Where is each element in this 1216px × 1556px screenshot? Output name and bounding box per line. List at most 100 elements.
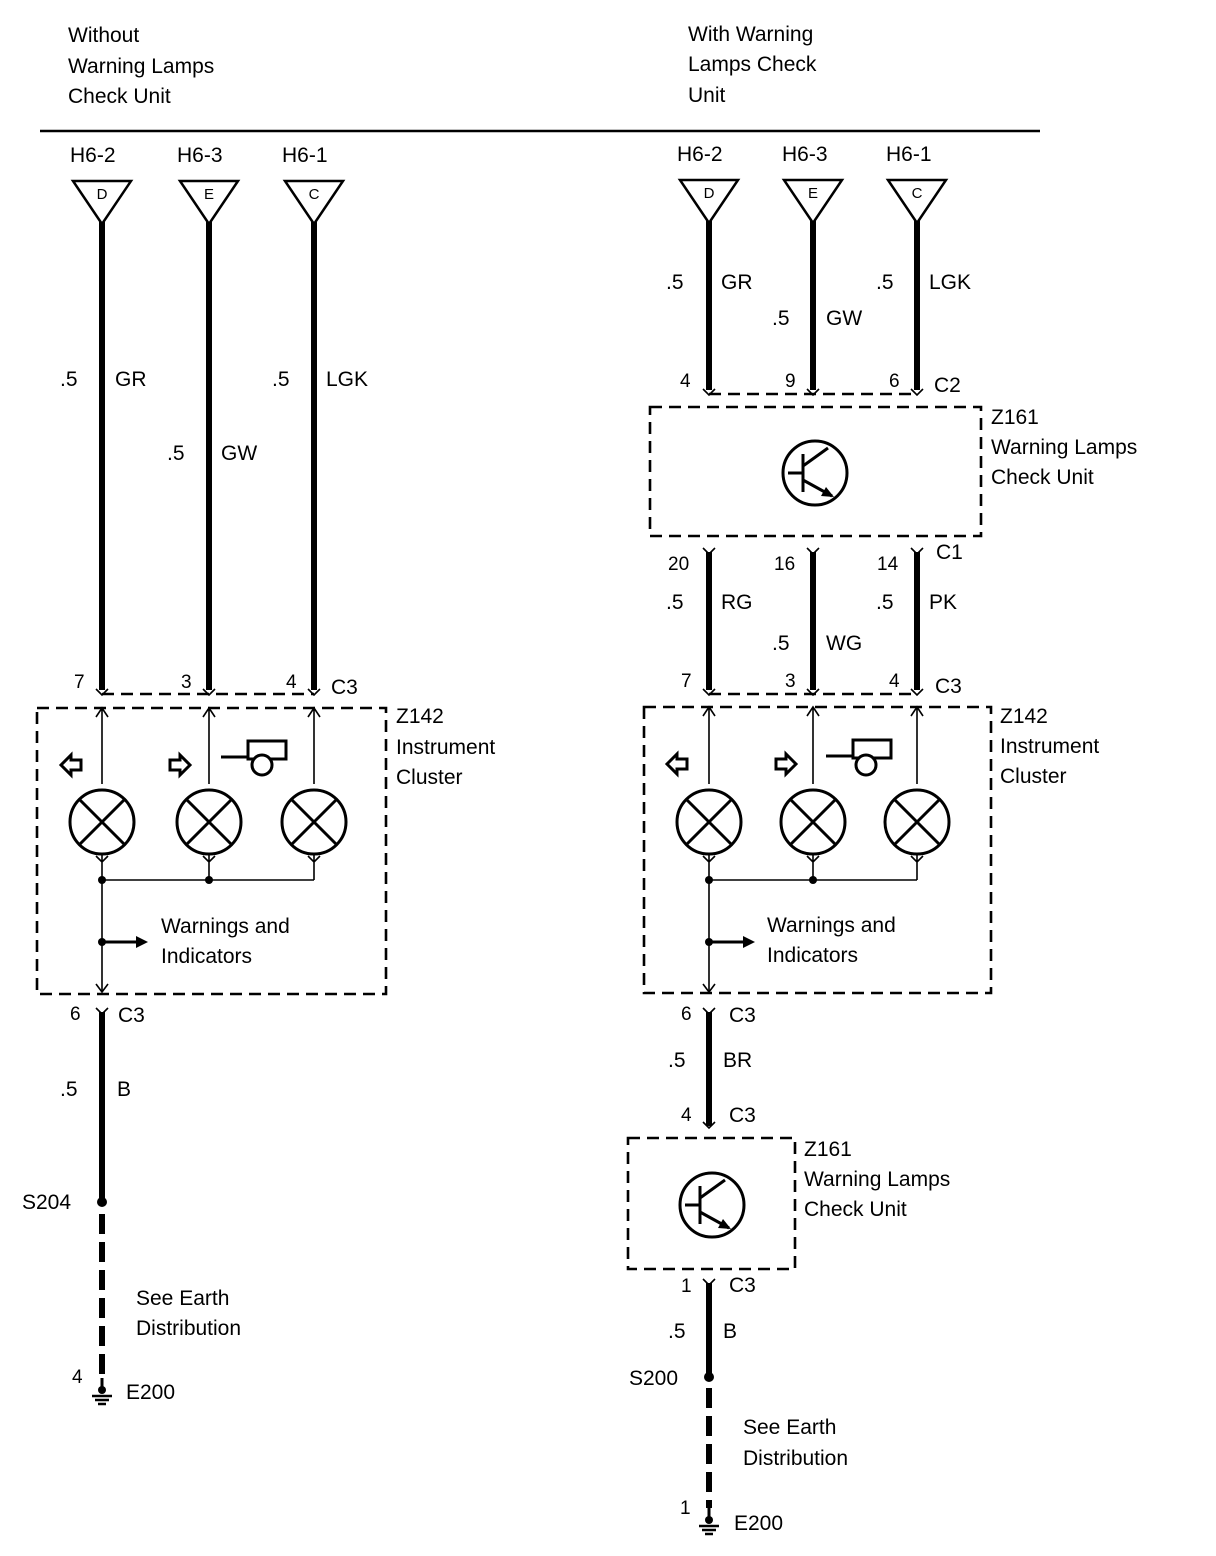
right-check-unit-bottom: Z161 Warning Lamps Check Unit [626, 1136, 950, 1271]
arrow-up-icon [202, 706, 216, 784]
left-terminals: H6-2 D H6-3 E H6-1 C [70, 144, 346, 227]
right-earth-path: 1 C3 .5 B S200 See Earth Distribution 1 … [629, 1274, 848, 1536]
check-unit-name-2: Warning Lamps [991, 436, 1137, 459]
pin-1: 1 [681, 1276, 692, 1297]
wire-size-br: .5 [668, 1049, 686, 1072]
arrow-up-icon [910, 705, 924, 784]
splice-s200: S200 [629, 1367, 678, 1390]
right-top-wires: .5 GR .5 GW .5 LGK [666, 221, 971, 390]
wire-color-wg: WG [826, 632, 862, 655]
bulb-icon [175, 788, 243, 856]
arrow-up-icon [806, 705, 820, 784]
connector-c3: C3 [331, 676, 358, 699]
terminal-label-h6-3: H6-3 [177, 144, 223, 167]
cluster-text-1: Warnings and [161, 915, 290, 938]
wire-size-gw: .5 [772, 307, 790, 330]
header-right-line-3: Unit [688, 84, 726, 107]
junction-dot [705, 876, 713, 884]
cluster-name-3: Cluster [1000, 765, 1067, 788]
terminal-letter-e: E [204, 186, 214, 203]
terminal-triangle-c [282, 179, 346, 227]
terminal-triangle-c [885, 178, 949, 226]
check-unit-box [626, 1136, 797, 1271]
wire-color-b: B [723, 1320, 737, 1343]
terminal-triangle-d [70, 179, 134, 227]
connector-pin-marks [95, 688, 321, 697]
bulb-icon [68, 788, 136, 856]
cluster-text-2: Indicators [767, 944, 858, 967]
arrow-head-icon [136, 936, 148, 948]
wire-size-gw: .5 [167, 442, 185, 465]
cluster-name-2: Instrument [396, 736, 495, 759]
pin-4: 4 [286, 672, 297, 693]
pin-3: 3 [181, 672, 192, 693]
header-right-line-2: Lamps Check [688, 53, 817, 76]
connector-pin-marks [702, 388, 924, 397]
left-earth-path: 6 C3 .5 B S204 See Earth Distribution 4 … [22, 1004, 241, 1406]
wire-size-rg: .5 [666, 591, 684, 614]
connector-c3: C3 [118, 1004, 145, 1027]
terminal-letter-e: E [808, 185, 818, 202]
right-check-out-connector: 20 16 14 C1 [668, 541, 963, 575]
wire-size-pk: .5 [876, 591, 894, 614]
arrow-up-icon [307, 706, 321, 784]
cluster-name-3: Cluster [396, 766, 463, 789]
right-out-path: 6 C3 .5 BR 4 C3 [668, 1004, 756, 1130]
wire-color-gw: GW [221, 442, 257, 465]
pin-4: 4 [681, 1105, 692, 1126]
cluster-text-1: Warnings and [767, 914, 896, 937]
left-instrument-cluster: Z142 Instrument Cluster [35, 705, 495, 996]
ground-icon [92, 1378, 112, 1406]
terminal-label-h6-2: H6-2 [677, 143, 723, 166]
header-left-line-1: Without [68, 24, 139, 47]
header-right: With Warning Lamps Check Unit [688, 23, 817, 107]
cluster-name-2: Instrument [1000, 735, 1099, 758]
connector-c3: C3 [729, 1104, 756, 1127]
splice-dot [97, 1197, 107, 1207]
bulb-icon [675, 788, 743, 856]
terminal-label-h6-2: H6-2 [70, 144, 116, 167]
pin-6: 6 [681, 1004, 692, 1025]
trailer-icon [826, 738, 893, 777]
bulb-icon [779, 788, 847, 856]
pin-4: 4 [680, 371, 691, 392]
see-earth-1: See Earth [743, 1416, 836, 1439]
terminal-letter-d: D [97, 186, 108, 203]
check-unit-name-3: Check Unit [804, 1198, 907, 1221]
wire-size-lgk: .5 [272, 368, 290, 391]
terminal-label-h6-3: H6-3 [782, 143, 828, 166]
wire-color-lgk: LGK [929, 271, 971, 294]
arrow-down-icon [702, 983, 716, 994]
terminal-letter-c: C [912, 185, 923, 202]
check-unit-name-1: Z161 [804, 1138, 852, 1161]
pin-7: 7 [74, 672, 85, 693]
trailer-icon [221, 739, 288, 777]
transistor-icon [678, 1171, 746, 1239]
left-wires: .5 GR .5 GW .5 LGK [60, 222, 368, 690]
right-check-unit-top: Z161 Warning Lamps Check Unit [648, 405, 1137, 538]
junction-dot [98, 876, 106, 884]
pin-1-ground: 1 [680, 1498, 691, 1519]
terminal-label-h6-1: H6-1 [886, 143, 932, 166]
connector-c3: C3 [729, 1004, 756, 1027]
wire-size-gr: .5 [666, 271, 684, 294]
turn-right-icon [168, 751, 193, 779]
arrow-down-icon [95, 983, 109, 994]
terminal-triangle-e [177, 179, 241, 227]
connector-c1: C1 [936, 541, 963, 564]
wire-color-br: BR [723, 1049, 752, 1072]
wire-color-rg: RG [721, 591, 753, 614]
pin-3: 3 [785, 671, 796, 692]
right-instrument-cluster: Z142 Instrument Cluster [642, 705, 1099, 995]
wire-size-wg: .5 [772, 632, 790, 655]
wire-color-pk: PK [929, 591, 957, 614]
cluster-box [35, 706, 388, 996]
terminal-triangle-e [781, 178, 845, 226]
terminal-letter-d: D [704, 185, 715, 202]
turn-right-icon [774, 750, 799, 778]
wire-size-b: .5 [668, 1320, 686, 1343]
connector-c2: C2 [934, 374, 961, 397]
wire-color-lgk: LGK [326, 368, 368, 391]
connector-c3: C3 [729, 1274, 756, 1297]
pin-16: 16 [774, 554, 795, 575]
